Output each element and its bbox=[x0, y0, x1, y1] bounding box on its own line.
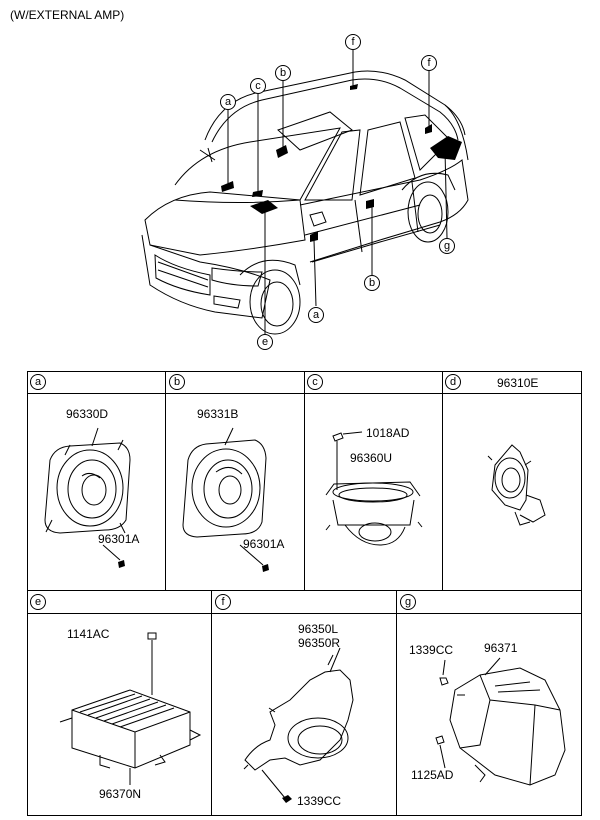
part-number-1125ad: 1125AD bbox=[411, 768, 454, 782]
callout-g-subwoofer: g bbox=[439, 238, 455, 254]
part-number-1339cc-g: 1339CC bbox=[409, 643, 454, 657]
part-number-96310e: 96310E bbox=[497, 376, 539, 390]
diagram-title: (W/EXTERNAL AMP) bbox=[10, 8, 125, 22]
tweeter-d-drawing bbox=[487, 444, 546, 526]
speaker-c-drawing bbox=[325, 431, 423, 546]
panel-a-letter: a bbox=[30, 374, 46, 390]
callout-c-dash: c bbox=[250, 78, 266, 94]
part-number-96370n: 96370N bbox=[99, 787, 142, 801]
callout-b-rear-door: b bbox=[364, 275, 380, 291]
panel-b-letter: b bbox=[169, 374, 185, 390]
part-number-96360u: 96360U bbox=[350, 451, 393, 465]
part-number-1339cc-f: 1339CC bbox=[297, 794, 342, 808]
panel-f-letter: f bbox=[215, 594, 231, 610]
speaker-b-drawing bbox=[182, 427, 267, 566]
callout-a-front-door: a bbox=[220, 94, 236, 110]
panel-d-letter: d bbox=[445, 374, 461, 390]
part-number-96330d: 96330D bbox=[66, 407, 109, 421]
callout-f-rear: f bbox=[421, 55, 437, 71]
bracket-f-drawing bbox=[243, 647, 354, 799]
part-number-96301a-a: 96301A bbox=[98, 532, 140, 546]
part-number-96350l: 96350L bbox=[298, 622, 339, 636]
amplifier-e-drawing bbox=[59, 632, 202, 785]
part-number-96371: 96371 bbox=[484, 641, 518, 655]
subwoofer-g-drawing bbox=[435, 657, 566, 786]
part-number-96350r: 96350R bbox=[298, 636, 341, 650]
part-number-96301a-b: 96301A bbox=[243, 537, 285, 551]
part-number-96331b: 96331B bbox=[197, 407, 239, 421]
speaker-a-drawing bbox=[44, 427, 131, 561]
callout-f-roof: f bbox=[345, 34, 361, 50]
callout-a-front-door-low: a bbox=[308, 307, 324, 323]
vehicle-overview bbox=[141, 50, 469, 335]
part-number-1141ac: 1141AC bbox=[67, 627, 110, 641]
panel-e-letter: e bbox=[30, 594, 46, 610]
callout-e-amp: e bbox=[257, 334, 273, 350]
part-number-1018ad: 1018AD bbox=[366, 426, 410, 440]
panel-g-letter: g bbox=[400, 594, 416, 610]
callout-b-rear-door-top: b bbox=[275, 65, 291, 81]
panel-c-letter: c bbox=[307, 374, 323, 390]
